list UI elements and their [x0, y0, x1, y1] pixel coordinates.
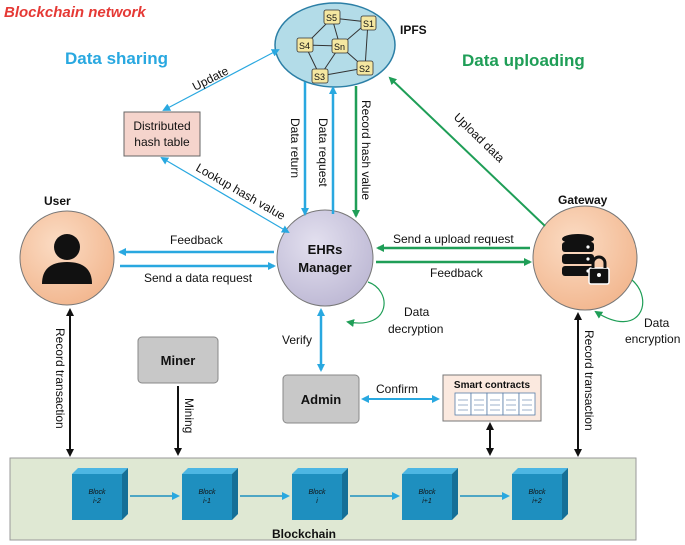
block-index: i-1	[203, 498, 211, 505]
block-title: Block	[528, 489, 546, 496]
edge-update	[162, 49, 280, 111]
block-title: Block	[418, 489, 436, 496]
block-title: Block	[308, 489, 326, 496]
ehrs-manager-node	[276, 209, 374, 307]
admin-label: Admin	[301, 392, 342, 407]
ipfs-label: IPFS	[400, 23, 427, 37]
contract-document-icons	[454, 392, 536, 416]
label-record-transaction-right: Record transaction	[582, 330, 596, 431]
dht-label-line1: Distributed	[133, 119, 190, 133]
ipfs-node-s3: S3	[314, 72, 325, 82]
gateway-label: Gateway	[558, 193, 608, 207]
label-send-upload-request: Send a upload request	[393, 232, 514, 246]
label-data-return: Data return	[288, 118, 302, 178]
ipfs-network: S5 S1 S4 Sn S3 S2	[274, 2, 396, 88]
ipfs-node-s1: S1	[363, 19, 374, 29]
label-record-hash: Record hash value	[359, 100, 373, 200]
ipfs-node-s4: S4	[299, 41, 310, 51]
label-data-decryption-1: Data	[404, 305, 430, 319]
label-data-encryption-2: encryption	[625, 332, 680, 346]
label-feedback-left: Feedback	[170, 233, 224, 247]
ehrs-label-line2: Manager	[298, 260, 351, 275]
block-title: Block	[88, 489, 106, 496]
label-confirm: Confirm	[376, 382, 418, 396]
block	[402, 468, 458, 520]
edge-data-decryption-loop	[346, 281, 385, 328]
label-lookup-hash: Lookup hash value	[194, 160, 289, 223]
ipfs-node-s5: S5	[326, 13, 337, 23]
admin-node	[282, 374, 360, 424]
miner-label: Miner	[161, 353, 196, 368]
ipfs-node-s2: S2	[359, 64, 370, 74]
block-index: i	[316, 498, 318, 505]
block-index: i+2	[532, 498, 542, 505]
database-lock-icon	[562, 234, 610, 285]
block-index: i-2	[93, 498, 101, 505]
edge-upload-data	[388, 76, 546, 227]
label-mining: Mining	[182, 398, 196, 433]
block-title: Block	[198, 489, 216, 496]
label-verify: Verify	[282, 333, 312, 347]
blockchain-label: Blockchain	[272, 527, 336, 541]
label-data-encryption-1: Data	[644, 316, 670, 330]
smart-contracts-label: Smart contracts	[454, 380, 531, 391]
block	[72, 468, 128, 520]
ipfs-node-sn: Sn	[334, 42, 345, 52]
heading-data-uploading: Data uploading	[462, 51, 585, 70]
user-icon	[42, 234, 92, 284]
label-data-request: Data request	[316, 118, 330, 187]
user-label: User	[44, 194, 71, 208]
edge-data-encryption-loop	[594, 279, 644, 323]
miner-node	[137, 336, 219, 384]
label-update: Update	[190, 63, 231, 93]
distributed-hash-table	[123, 111, 201, 157]
label-upload-data: Upload data	[451, 110, 508, 165]
block-row	[72, 468, 568, 520]
label-feedback-right: Feedback	[430, 266, 484, 280]
dht-label-line2: hash table	[134, 135, 190, 149]
label-send-data-request: Send a data request	[144, 271, 253, 285]
label-record-transaction-left: Record transaction	[53, 328, 67, 429]
block	[512, 468, 568, 520]
block	[292, 468, 348, 520]
block-index: i+1	[422, 498, 432, 505]
heading-data-sharing: Data sharing	[65, 49, 168, 68]
block	[182, 468, 238, 520]
label-data-decryption-2: decryption	[388, 322, 443, 336]
ehrs-label-line1: EHRs	[308, 242, 343, 257]
edge-lookup-hash	[160, 156, 290, 234]
diagram-title: Blockchain network	[4, 4, 146, 21]
